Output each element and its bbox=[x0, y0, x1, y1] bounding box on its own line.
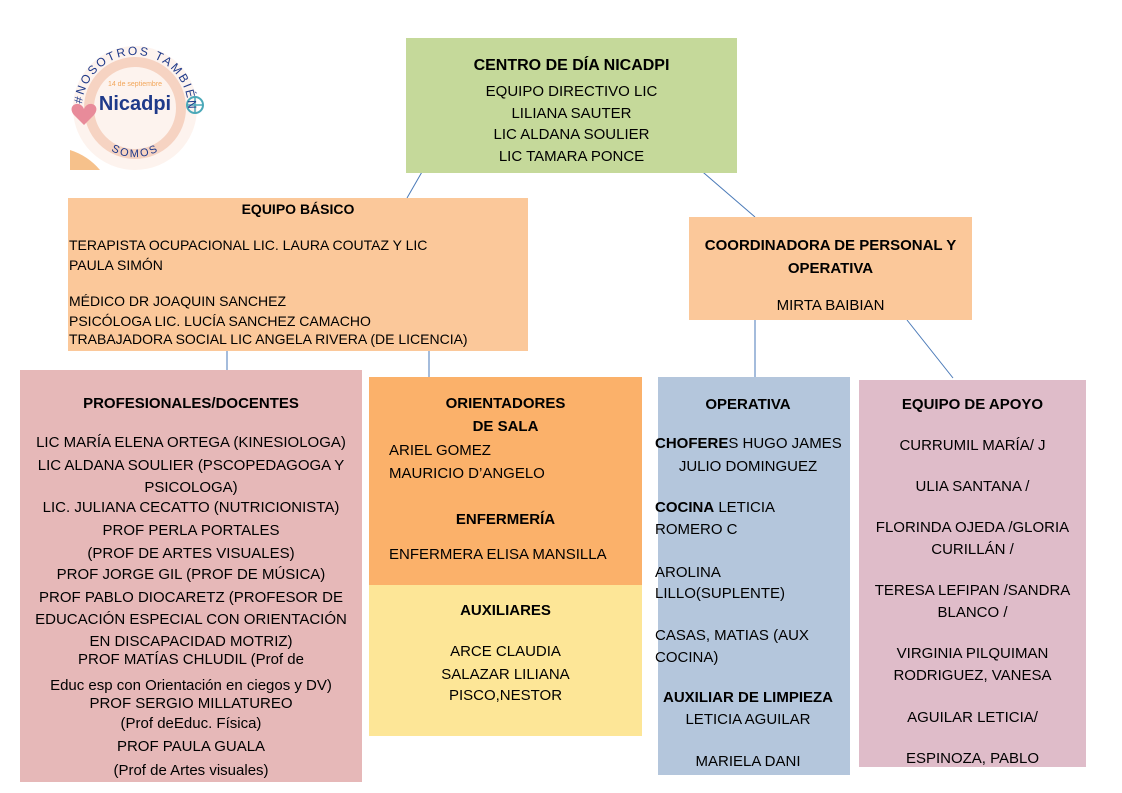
connector-coordinadora-apoyo bbox=[906, 319, 954, 379]
coordinadora-name: MIRTA BAIBIAN bbox=[776, 297, 885, 314]
profesionales-line: PSICOLOGA) bbox=[144, 479, 238, 496]
choferes-names: S HUGO JAMES bbox=[728, 435, 842, 452]
operativa-title: OPERATIVA bbox=[705, 396, 791, 413]
auxiliares-box: AUXILIARES ARCE CLAUDIA SALAZAR LILIANA … bbox=[369, 585, 642, 736]
equipo-basico-line: TERAPISTA OCUPACIONAL LIC. LAURA COUTAZ … bbox=[69, 237, 428, 253]
enfermeria-title: ENFERMERÍA bbox=[455, 511, 556, 528]
equipo-basico-line: PAULA SIMÓN bbox=[69, 257, 163, 273]
profesionales-line: PROF PERLA PORTALES bbox=[102, 522, 280, 539]
orientadores-box: ORIENTADORES DE SALA ARIEL GOMEZ MAURICI… bbox=[369, 377, 642, 585]
equipo-apoyo-line: CURRUMIL MARÍA/ J bbox=[899, 437, 1046, 454]
limpieza-name: LETICIA AGUILAR bbox=[685, 711, 811, 728]
centro-dia-line: LIC ALDANA SOULIER bbox=[493, 126, 650, 143]
profesionales-line: (PROF DE ARTES VISUALES) bbox=[87, 545, 295, 562]
profesionales-line: EDUCACIÓN ESPECIAL CON ORIENTACIÓN bbox=[35, 611, 347, 628]
equipo-apoyo-line: RODRIGUEZ, VANESA bbox=[893, 667, 1052, 684]
equipo-basico-title: EQUIPO BÁSICO bbox=[241, 201, 355, 217]
centro-dia-box: CENTRO DE DÍA NICADPI EQUIPO DIRECTIVO L… bbox=[406, 38, 737, 173]
equipo-apoyo-line: AGUILAR LETICIA/ bbox=[907, 709, 1038, 726]
logo-date: 14 de septiembre bbox=[108, 81, 162, 88]
profesionales-line: PROF PAULA GUALA bbox=[116, 738, 266, 755]
coordinadora-title: OPERATIVA bbox=[787, 260, 874, 277]
equipo-basico-line: PSICÓLOGA LIC. LUCÍA SANCHEZ CAMACHO bbox=[69, 313, 371, 329]
profesionales-line: PROF SERGIO MILLATUREO bbox=[89, 695, 293, 712]
orientadores-title: DE SALA bbox=[472, 418, 539, 435]
cocina-line: COCINA LETICIA bbox=[655, 498, 775, 517]
profesionales-line: LIC ALDANA SOULIER (PSCOPEDAGOGA Y bbox=[37, 457, 345, 474]
coordinadora-title: COORDINADORA DE PERSONAL Y bbox=[704, 237, 957, 254]
logo-ring-bottom: SOMOS bbox=[110, 142, 161, 160]
nicadpi-logo-graphic: #NOSOTROS TAMBIÉN SOMOS 14 de septiembre… bbox=[70, 44, 204, 170]
equipo-apoyo-line: ULIA SANTANA / bbox=[915, 478, 1030, 495]
centro-dia-line: LILIANA SAUTER bbox=[511, 105, 632, 122]
auxiliares-title: AUXILIARES bbox=[460, 602, 551, 619]
equipo-apoyo-line: BLANCO / bbox=[937, 604, 1008, 621]
profesionales-line: LIC. JULIANA CECATTO (NUTRICIONISTA) bbox=[42, 499, 340, 516]
logo-name: Nicadpi bbox=[99, 93, 171, 115]
orientadores-title: ORIENTADORES bbox=[445, 395, 566, 412]
equipo-apoyo-line: VIRGINIA PILQUIMAN bbox=[896, 645, 1049, 662]
profesionales-line: PROF PABLO DIOCARETZ (PROFESOR DE bbox=[39, 589, 343, 606]
profesionales-box: PROFESIONALES/DOCENTES LIC MARÍA ELENA O… bbox=[20, 370, 362, 782]
cocina-line2: ROMERO C bbox=[655, 521, 738, 538]
casas-line: COCINA) bbox=[655, 649, 719, 666]
profesionales-line: PROF MATÍAS CHLUDIL (Prof de bbox=[78, 651, 304, 668]
equipo-basico-box: EQUIPO BÁSICO TERAPISTA OCUPACIONAL LIC.… bbox=[68, 198, 528, 351]
choferes-label: CHOFERE bbox=[655, 435, 729, 452]
equipo-apoyo-line: ESPINOZA, PABLO bbox=[905, 750, 1040, 767]
limpieza-title: AUXILIAR DE LIMPIEZA bbox=[662, 689, 833, 706]
equipo-apoyo-line: FLORINDA OJEDA /GLORIA bbox=[875, 519, 1070, 536]
choferes-line: CHOFERES HUGO JAMES bbox=[655, 434, 842, 453]
equipo-basico-line: TRABAJADORA SOCIAL LIC ANGELA RIVERA (DE… bbox=[69, 331, 468, 347]
profesionales-line: LIC MARÍA ELENA ORTEGA (KINESIOLOGA) bbox=[36, 434, 346, 451]
enfermera-name: ENFERMERA ELISA MANSILLA bbox=[389, 546, 607, 563]
profesionales-line: (Prof deEduc. Física) bbox=[120, 715, 262, 732]
cocina-label: COCINA bbox=[655, 499, 715, 516]
auxiliar-name: PISCO,NESTOR bbox=[448, 687, 563, 704]
arolina-line: LILLO(SUPLENTE) bbox=[655, 585, 786, 602]
centro-dia-line: EQUIPO DIRECTIVO LIC bbox=[485, 83, 658, 100]
orientador-name: ARIEL GOMEZ bbox=[389, 442, 491, 459]
equipo-basico-line: MÉDICO DR JOAQUIN SANCHEZ bbox=[69, 293, 287, 309]
operativa-box: OPERATIVA CHOFERES HUGO JAMES JULIO DOMI… bbox=[655, 377, 850, 775]
nicadpi-logo: #NOSOTROS TAMBIÉN SOMOS 14 de septiembre… bbox=[60, 30, 210, 175]
arolina-line: AROLINA bbox=[655, 564, 721, 581]
profesionales-line: (Prof de Artes visuales) bbox=[113, 762, 269, 779]
profesionales-line: PROF JORGE GIL (PROF DE MÚSICA) bbox=[56, 566, 326, 583]
centro-dia-title: CENTRO DE DÍA NICADPI bbox=[473, 57, 670, 74]
auxiliar-name: ARCE CLAUDIA bbox=[450, 643, 561, 660]
equipo-apoyo-box: EQUIPO DE APOYO CURRUMIL MARÍA/ J ULIA S… bbox=[859, 380, 1086, 767]
equipo-apoyo-title: EQUIPO DE APOYO bbox=[901, 396, 1044, 413]
cocina-names: LETICIA bbox=[714, 499, 776, 516]
profesionales-line: EN DISCAPACIDAD MOTRIZ) bbox=[89, 633, 293, 650]
choferes-line2: JULIO DOMINGUEZ bbox=[678, 458, 818, 475]
equipo-apoyo-line: TERESA LEFIPAN /SANDRA bbox=[874, 582, 1071, 599]
centro-dia-line: LIC TAMARA PONCE bbox=[498, 148, 645, 165]
limpieza-name: MARIELA DANI bbox=[695, 753, 801, 770]
coordinadora-box: COORDINADORA DE PERSONAL Y OPERATIVA MIR… bbox=[689, 217, 972, 320]
profesionales-line: Educ esp con Orientación en ciegos y DV) bbox=[50, 677, 332, 694]
auxiliar-name: SALAZAR LILIANA bbox=[441, 666, 570, 683]
orientador-name: MAURICIO D’ANGELO bbox=[389, 465, 545, 482]
casas-line: CASAS, MATIAS (AUX bbox=[655, 627, 809, 644]
equipo-apoyo-line: CURILLÁN / bbox=[931, 541, 1014, 558]
profesionales-title: PROFESIONALES/DOCENTES bbox=[83, 395, 299, 412]
